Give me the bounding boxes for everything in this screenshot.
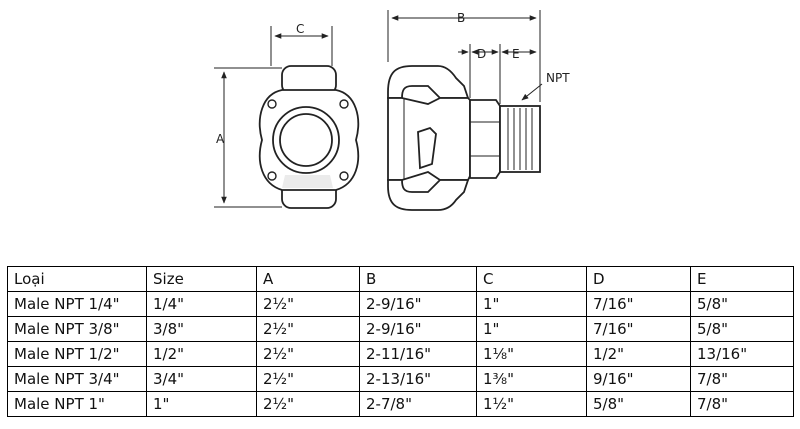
dimension-b bbox=[387, 10, 541, 102]
cell-e: 7/8" bbox=[690, 366, 794, 392]
cell-d: 1/2" bbox=[586, 341, 691, 367]
cell-c: 1⅛" bbox=[476, 341, 587, 367]
cell-e: 13/16" bbox=[690, 341, 794, 367]
cell-a: 2½" bbox=[256, 391, 360, 417]
cell-d: 7/16" bbox=[586, 316, 691, 342]
npt-label: NPT bbox=[546, 71, 570, 85]
header-e: E bbox=[690, 266, 794, 292]
cell-size: 1/4" bbox=[146, 291, 257, 317]
table-row: Male NPT 1" 1" 2½" 2-7/8" 1½" 5/8" 7/8" bbox=[7, 391, 794, 417]
dimension-d-label: D bbox=[477, 47, 486, 61]
table-row: Male NPT 1/2" 1/2" 2½" 2-11/16" 1⅛" 1/2"… bbox=[7, 341, 794, 367]
dimension-e-label: E bbox=[512, 47, 520, 61]
header-size: Size bbox=[146, 266, 257, 292]
cell-type: Male NPT 1" bbox=[7, 391, 147, 417]
cell-e: 7/8" bbox=[690, 391, 794, 417]
coupling-technical-drawing: A C B bbox=[214, 10, 570, 211]
header-b: B bbox=[359, 266, 477, 292]
header-a: A bbox=[256, 266, 360, 292]
front-view-shading bbox=[282, 175, 333, 188]
dimension-d-e bbox=[458, 44, 537, 104]
cell-e: 5/8" bbox=[690, 291, 794, 317]
cell-c: 1½" bbox=[476, 391, 587, 417]
cell-d: 5/8" bbox=[586, 391, 691, 417]
side-view-details bbox=[403, 98, 533, 180]
table-row: Male NPT 3/8" 3/8" 2½" 2-9/16" 1" 7/16" … bbox=[7, 316, 794, 342]
cell-a: 2½" bbox=[256, 366, 360, 392]
cell-b: 2-13/16" bbox=[359, 366, 477, 392]
cell-d: 7/16" bbox=[586, 291, 691, 317]
table-row: Male NPT 3/4" 3/4" 2½" 2-13/16" 1⅜" 9/16… bbox=[7, 366, 794, 392]
front-view bbox=[258, 65, 360, 209]
cell-a: 2½" bbox=[256, 341, 360, 367]
cell-type: Male NPT 1/2" bbox=[7, 341, 147, 367]
cell-c: 1" bbox=[476, 316, 587, 342]
table-row: Male NPT 1/4" 1/4" 2½" 2-9/16" 1" 7/16" … bbox=[7, 291, 794, 317]
header-d: D bbox=[586, 266, 691, 292]
cell-b: 2-9/16" bbox=[359, 316, 477, 342]
cell-e: 5/8" bbox=[690, 316, 794, 342]
cell-c: 1" bbox=[476, 291, 587, 317]
cell-b: 2-9/16" bbox=[359, 291, 477, 317]
header-c: C bbox=[476, 266, 587, 292]
cell-d: 9/16" bbox=[586, 366, 691, 392]
cell-a: 2½" bbox=[256, 316, 360, 342]
cell-b: 2-7/8" bbox=[359, 391, 477, 417]
cell-size: 1" bbox=[146, 391, 257, 417]
cell-size: 3/8" bbox=[146, 316, 257, 342]
cell-c: 1⅜" bbox=[476, 366, 587, 392]
cell-type: Male NPT 3/4" bbox=[7, 366, 147, 392]
dimension-c-label: C bbox=[296, 22, 304, 36]
cell-size: 1/2" bbox=[146, 341, 257, 367]
dimension-c bbox=[270, 26, 333, 66]
cell-b: 2-11/16" bbox=[359, 341, 477, 367]
header-type: Loại bbox=[7, 266, 147, 292]
dimension-a-label: A bbox=[216, 132, 225, 146]
dimension-a bbox=[214, 67, 282, 208]
cell-type: Male NPT 3/8" bbox=[7, 316, 147, 342]
dimension-b-label: B bbox=[457, 11, 465, 25]
cell-type: Male NPT 1/4" bbox=[7, 291, 147, 317]
side-view bbox=[387, 65, 541, 211]
cell-size: 3/4" bbox=[146, 366, 257, 392]
dimension-table: Loại Size A B C D E Male NPT 1/4" 1/4" 2… bbox=[7, 266, 794, 417]
table-header-row: Loại Size A B C D E bbox=[7, 266, 794, 292]
npt-leader bbox=[521, 83, 543, 101]
cell-a: 2½" bbox=[256, 291, 360, 317]
